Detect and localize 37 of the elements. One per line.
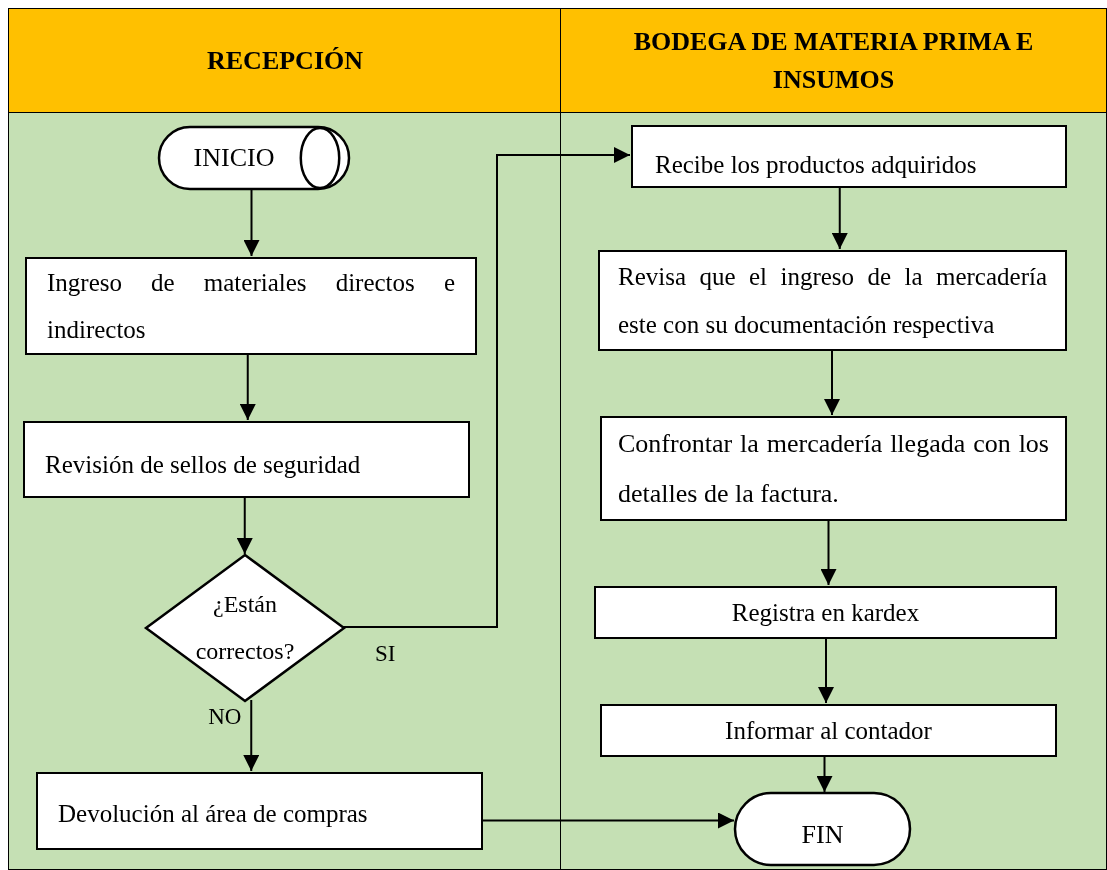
decision-diamond	[146, 555, 344, 701]
process-text: Confrontar la mercadería llegada con los detalles de la factura.	[618, 428, 1049, 510]
process-text: Informar al contador	[724, 715, 933, 746]
arrow	[820, 519, 837, 586]
terminator-shape	[159, 127, 349, 189]
swimlane	[560, 8, 1107, 870]
process-text: Revisión de sellos de seguridad	[45, 450, 362, 480]
process-box	[600, 416, 1067, 521]
process-box	[598, 250, 1067, 351]
lane-title: RECEPCIÓN	[206, 44, 364, 77]
arrow	[481, 812, 735, 829]
arrow	[831, 186, 848, 250]
arrow	[816, 755, 833, 793]
process-box	[25, 257, 477, 355]
arrow	[239, 353, 256, 421]
arrow	[818, 637, 834, 704]
terminator-text: FIN	[801, 820, 844, 850]
process-text: Revisa que el ingreso de la mercadería este con su documentación respectiva	[618, 262, 1047, 340]
lane-title: BODEGA DE MATERIA PRIMA E INSUMOS	[632, 25, 1035, 96]
process-text: Devolución al área de compras	[58, 799, 369, 829]
arrow	[243, 699, 260, 772]
process-box	[36, 772, 483, 850]
process-text: Registra en kardex	[730, 597, 921, 628]
process-box	[631, 125, 1067, 188]
arrow	[824, 349, 840, 416]
terminator-text: INICIO	[193, 143, 275, 173]
swimlane	[8, 8, 562, 870]
decision-text: ¿Están correctos?	[194, 590, 296, 666]
process-box	[23, 421, 470, 498]
arrow	[342, 147, 631, 628]
process-text: Ingreso de materiales directos e indirectos	[47, 267, 455, 345]
process-box	[600, 704, 1057, 757]
arrow	[243, 187, 260, 257]
process-box	[594, 586, 1057, 639]
arrow	[236, 496, 253, 555]
process-text: Recibe los productos adquiridos	[655, 150, 978, 180]
terminator-shape	[735, 793, 910, 865]
